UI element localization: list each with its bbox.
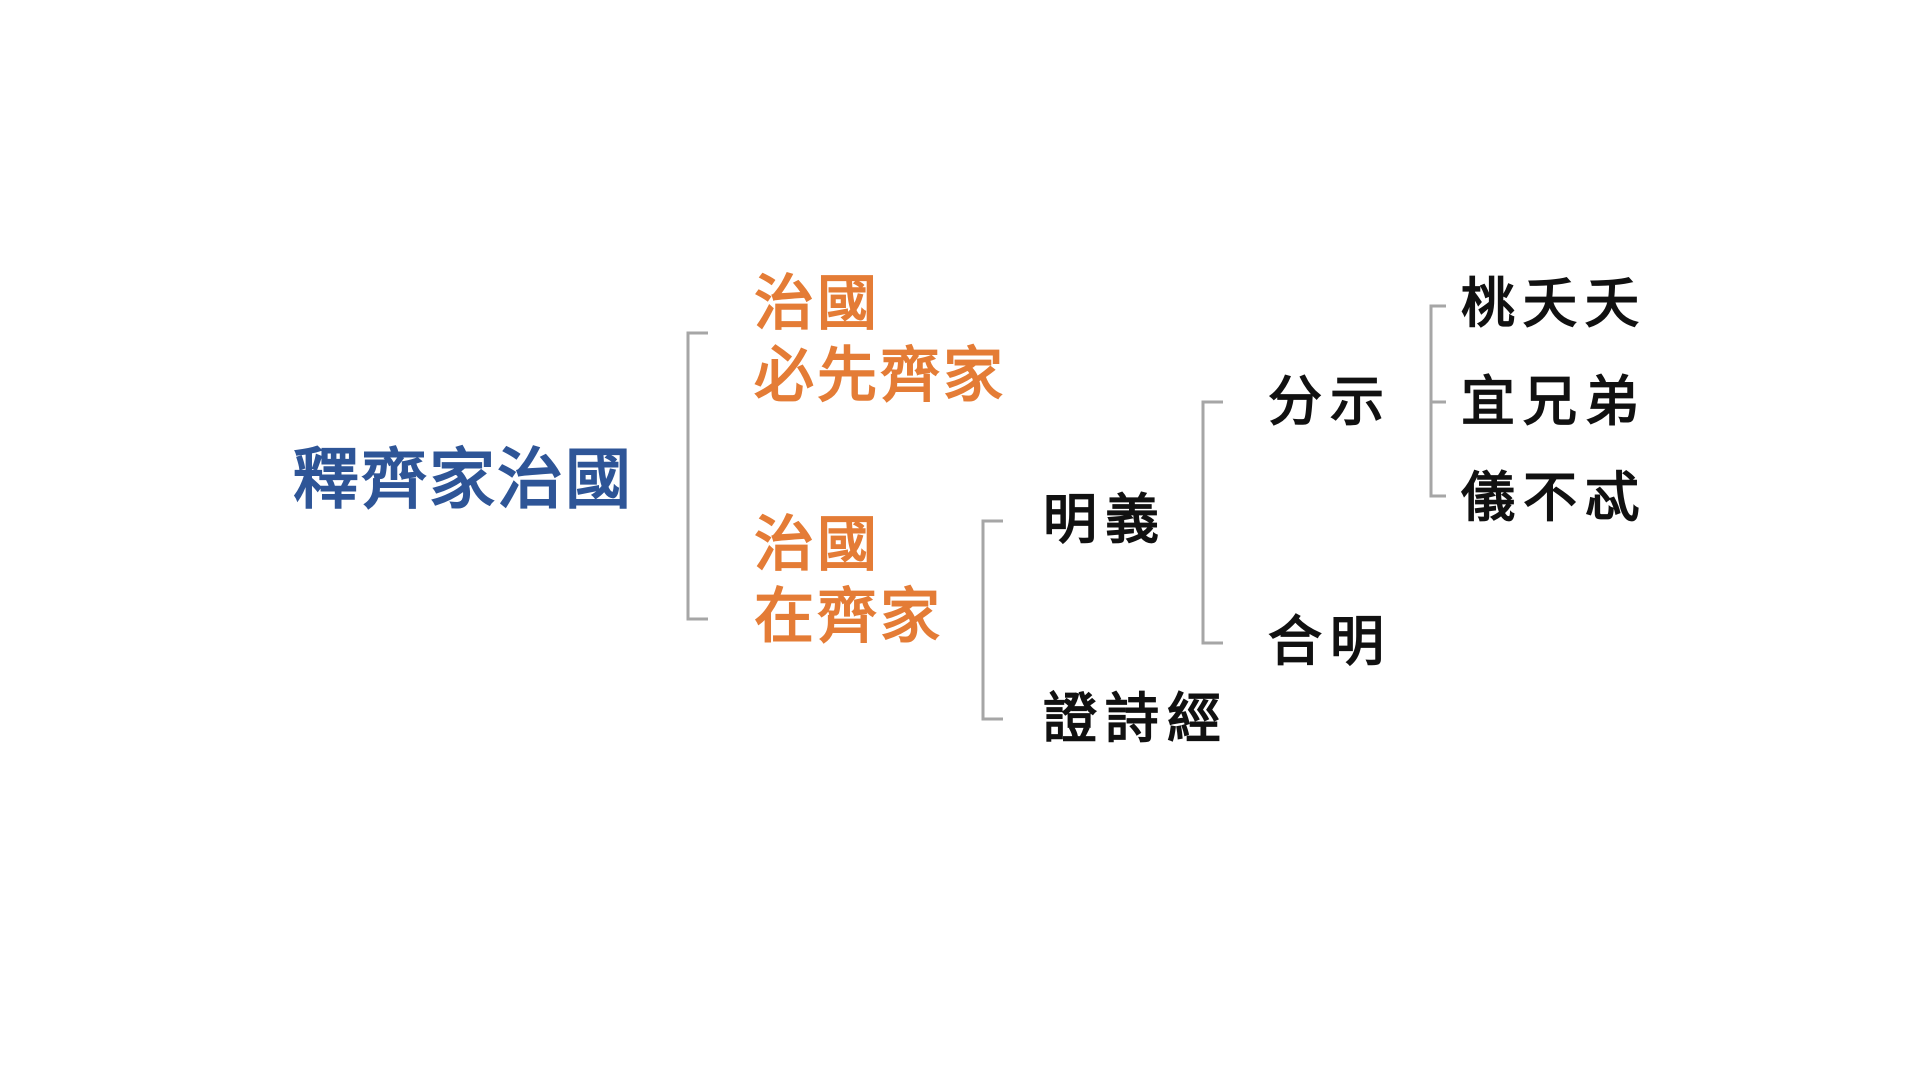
branch1-node: 治國 必先齊家 (754, 274, 1006, 406)
ming-yi-node: 明義 (1043, 487, 1167, 551)
leaf-node-1: 桃夭夭 (1461, 271, 1647, 335)
branch2-line2: 在齊家 (754, 582, 943, 652)
branch2-node: 治國 在齊家 (754, 515, 943, 647)
root-node: 釋齊家治國 (293, 440, 633, 518)
branch2-line1: 治國 (754, 510, 880, 580)
root-bracket (686, 331, 708, 621)
he-ming-node: 合明 (1268, 609, 1392, 673)
branch2-bracket (981, 519, 1003, 721)
fen-shi-node: 分示 (1268, 369, 1392, 433)
zheng-shi-jing-node: 證詩經 (1043, 686, 1229, 750)
leaf-node-3: 儀不忒 (1461, 465, 1647, 529)
ming-yi-bracket (1201, 400, 1223, 645)
branch1-line2: 必先齊家 (754, 341, 1006, 411)
leaf-node-2: 宜兄弟 (1461, 369, 1647, 433)
branch1-line1: 治國 (754, 269, 880, 339)
